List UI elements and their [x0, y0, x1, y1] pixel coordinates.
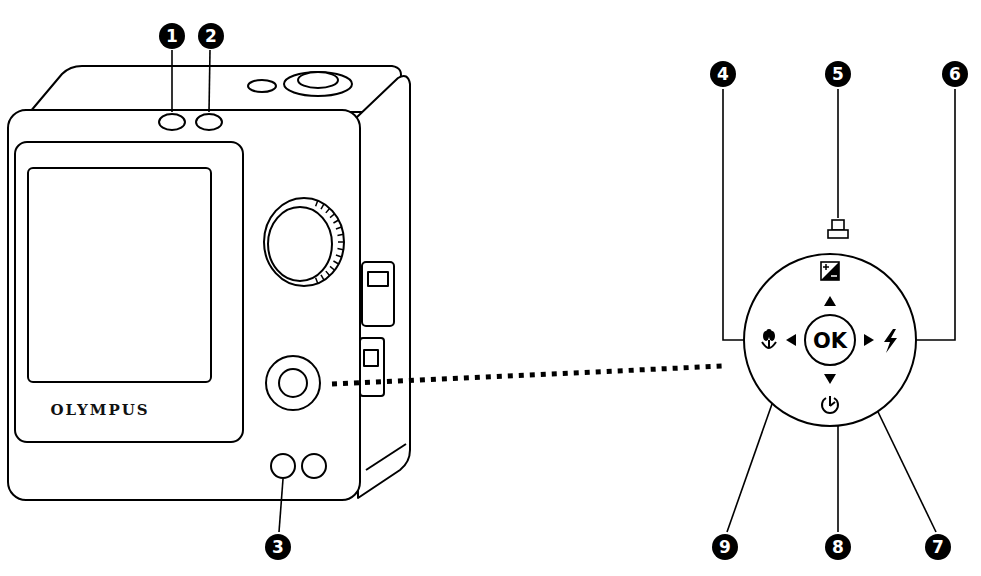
lcd-screen	[28, 168, 211, 382]
connector-cover	[362, 262, 394, 326]
macro-icon	[762, 329, 776, 348]
strap-eyelet	[368, 272, 388, 286]
knurl-stroke	[337, 234, 343, 235]
zoom-dotted-line	[332, 366, 724, 384]
arrow-pad-ring	[744, 254, 916, 426]
self-timer-icon	[822, 396, 838, 413]
ok-button	[279, 369, 307, 397]
print-icon	[828, 220, 848, 238]
camera-top	[30, 66, 401, 112]
knurl-stroke	[336, 255, 342, 257]
callout-number: 6	[942, 61, 968, 87]
dial-knurling	[316, 201, 344, 284]
body-edge	[366, 444, 406, 470]
screen-bezel	[15, 142, 243, 442]
knurl-stroke	[337, 249, 343, 250]
brand-logo: OLYMPUS	[48, 401, 151, 419]
knurl-stroke	[338, 241, 344, 243]
camera-side	[356, 76, 410, 498]
knurl-stroke	[326, 208, 330, 213]
callout-number: 4	[710, 61, 736, 87]
callout-number: 3	[265, 534, 291, 560]
right-arrow	[864, 334, 874, 346]
leader-line	[171, 50, 173, 112]
up-arrow	[824, 296, 836, 306]
button	[196, 114, 222, 130]
power-button	[248, 80, 276, 92]
exposure-icon	[821, 262, 839, 280]
leader-line	[279, 479, 283, 532]
shutter-ring	[284, 72, 352, 96]
callout-number: 2	[198, 23, 224, 49]
callout-number: 9	[712, 534, 738, 560]
camera-back	[8, 110, 360, 500]
leader-line	[837, 418, 839, 532]
callout-number: 7	[925, 534, 951, 560]
leader-line	[904, 89, 955, 340]
leader-line	[209, 50, 210, 112]
button	[159, 114, 185, 130]
knurl-stroke	[333, 261, 338, 264]
knurl-stroke	[321, 204, 324, 209]
callout-number: 5	[825, 61, 851, 87]
ok-button	[805, 315, 855, 365]
leader-line	[837, 89, 839, 218]
down-arrow	[824, 374, 836, 384]
knurl-stroke	[336, 227, 342, 229]
left-arrow	[786, 334, 796, 346]
knurl-stroke	[316, 201, 318, 207]
side-port	[364, 350, 378, 366]
mode-dial	[264, 198, 344, 286]
mode-dial-face	[268, 207, 332, 281]
shutter-button	[298, 72, 338, 88]
callout-number: 1	[159, 23, 185, 49]
button	[271, 454, 295, 478]
leader-line	[727, 404, 772, 532]
knurl-stroke	[326, 271, 330, 276]
callout-number: 8	[825, 534, 851, 560]
arrow-pad	[266, 356, 320, 410]
knurl-stroke	[330, 266, 335, 270]
knurl-stroke	[316, 278, 318, 284]
knurl-stroke	[330, 214, 335, 218]
button	[302, 454, 326, 478]
flash-icon	[884, 329, 897, 353]
leader-line	[723, 89, 756, 340]
button-label: OK	[813, 329, 847, 353]
side-cover	[360, 338, 384, 396]
knurl-stroke	[321, 275, 324, 280]
knurl-stroke	[333, 220, 338, 223]
